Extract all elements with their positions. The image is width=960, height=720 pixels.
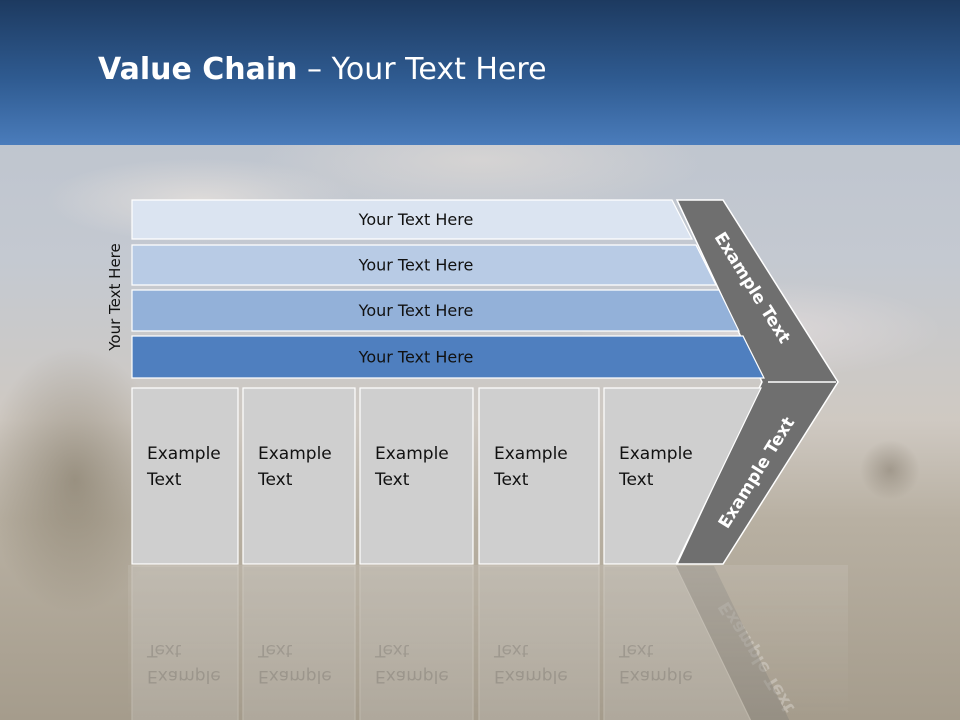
example-box-line1: Example xyxy=(494,444,568,464)
example-box-line2: Text xyxy=(146,470,182,490)
example-box-line1: Example xyxy=(375,444,449,464)
example-box-line2: Text xyxy=(618,470,654,490)
example-box-line2: Text xyxy=(257,470,293,490)
value-bar-label: Your Text Here xyxy=(358,301,474,320)
title-bar xyxy=(0,0,960,145)
example-box-line2: Text xyxy=(493,470,529,490)
value-bar-3: Your Text Here xyxy=(131,289,740,332)
value-bar-shape xyxy=(131,244,717,286)
value-bar-label: Your Text Here xyxy=(358,210,474,229)
example-box-shape xyxy=(478,387,600,565)
value-bar-2: Your Text Here xyxy=(131,244,717,286)
example-box-line2: Text xyxy=(374,470,410,490)
example-box-line1: Example xyxy=(258,444,332,464)
example-box-line1: Example xyxy=(619,444,693,464)
value-bar-shape xyxy=(131,199,693,240)
value-bar-4: Your Text Here xyxy=(131,335,765,379)
value-bar-1: Your Text Here xyxy=(131,199,693,240)
value-bar-shape xyxy=(131,335,765,379)
example-box-shape xyxy=(603,387,762,565)
example-box-shape xyxy=(131,387,239,565)
value-bar-label: Your Text Here xyxy=(358,348,474,367)
slide-title: Value Chain – Your Text Here xyxy=(98,52,547,87)
example-box-shape xyxy=(359,387,474,565)
value-bar-label: Your Text Here xyxy=(358,256,474,275)
example-box-shape xyxy=(242,387,356,565)
slide-title-rest: – Your Text Here xyxy=(297,52,547,87)
diagram-reflection: ExampleTextExampleTextExampleTextExample… xyxy=(128,565,848,720)
example-box-line1: Example xyxy=(147,444,221,464)
value-bar-shape xyxy=(131,289,740,332)
slide-title-bold: Value Chain xyxy=(98,52,298,87)
